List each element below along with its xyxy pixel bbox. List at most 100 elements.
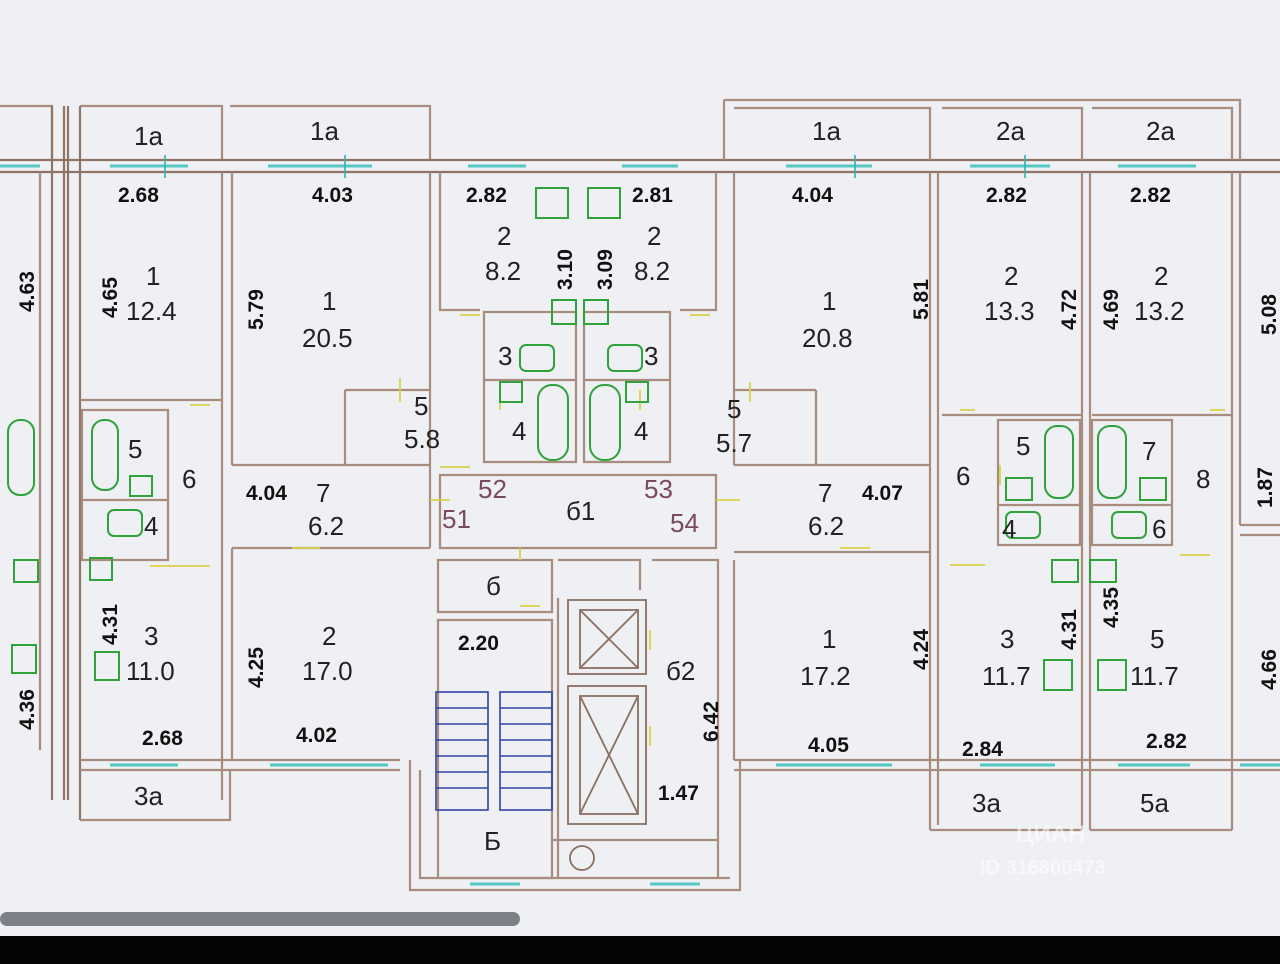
room-number: 6	[956, 461, 970, 491]
dimension: 5.79	[245, 289, 268, 330]
bathtub-icon	[7, 419, 35, 496]
room-label: 5a	[1140, 788, 1169, 818]
windows	[0, 155, 1280, 886]
room-number: 5	[727, 394, 741, 424]
room-number: 1	[822, 286, 836, 316]
room-number: 7	[316, 478, 330, 508]
watermark-id: ID 316800473	[980, 857, 1106, 879]
sink-icon	[625, 381, 649, 403]
watermark-brand: ЦИАН	[1016, 821, 1085, 848]
stove-icon	[11, 644, 37, 674]
stove-icon	[94, 651, 120, 681]
bathtub-icon	[1044, 425, 1074, 499]
dimension: 3.10	[554, 249, 577, 290]
room-number: 2	[1004, 261, 1018, 291]
sink-icon	[129, 475, 153, 497]
room-number: 5	[1016, 431, 1030, 461]
sink-icon	[551, 299, 577, 325]
dimension: 4.65	[99, 277, 122, 318]
room-number: 8	[1196, 464, 1210, 494]
toilet-icon	[607, 344, 643, 372]
room-label: 3a	[134, 781, 163, 811]
room-number: 2	[322, 621, 336, 651]
dimensions: 2.68 4.03 2.82 2.81 4.04 2.82 2.82 4.63 …	[16, 184, 1280, 805]
room-area: 8.2	[485, 256, 521, 286]
room-number: 5	[414, 391, 428, 421]
room-number: 2	[647, 221, 661, 251]
door-label: 51	[442, 504, 471, 534]
hall-label: б1	[566, 496, 595, 526]
dimension: 2.68	[118, 184, 159, 207]
sink-icon	[89, 557, 113, 581]
room-area: 11.7	[1130, 661, 1179, 691]
room-number: 7	[818, 478, 832, 508]
room-area: 17.2	[800, 661, 851, 691]
room-label: 1a	[812, 116, 841, 146]
dimension: 2.82	[986, 184, 1027, 207]
room-area: 11.0	[126, 656, 175, 686]
room-area: 13.3	[984, 296, 1035, 326]
room-number: 4	[512, 416, 526, 446]
room-label: 2a	[996, 116, 1025, 146]
horizontal-scrollbar[interactable]	[0, 912, 520, 926]
dimension: 2.68	[142, 727, 183, 750]
bathtub-icon	[91, 419, 119, 491]
door-label: 53	[644, 474, 673, 504]
stove-icon	[1097, 659, 1127, 691]
toilet-icon	[1111, 511, 1147, 539]
stove-icon	[1043, 659, 1073, 691]
doors	[150, 314, 1225, 746]
dimension: 4.63	[16, 271, 39, 312]
room-number: 7	[1142, 436, 1156, 466]
dimension: 4.31	[99, 604, 122, 645]
room-number: 4	[634, 416, 648, 446]
room-area: 6.2	[308, 511, 344, 541]
dimension: 4.66	[1258, 649, 1280, 690]
dimension: 4.35	[1100, 587, 1123, 628]
room-area: 5.8	[404, 424, 440, 454]
dimension: 2.82	[466, 184, 507, 207]
sink-icon	[1089, 559, 1117, 583]
dimension: 4.36	[16, 689, 39, 730]
sink-icon	[583, 299, 609, 325]
bathtub-icon	[537, 384, 569, 461]
room-area: 17.0	[302, 656, 353, 686]
dimension: 2.82	[1146, 730, 1187, 753]
room-number: 5	[1150, 624, 1164, 654]
bottom-bar	[0, 936, 1280, 964]
toilet-icon	[107, 509, 143, 537]
room-label: 1a	[134, 121, 163, 151]
dimension: 3.09	[594, 249, 617, 290]
hall-label: б	[486, 571, 501, 601]
hall-label: Б	[484, 826, 501, 856]
dimension: 4.02	[296, 724, 337, 747]
dimension: 4.04	[792, 184, 833, 207]
room-number: 6	[182, 464, 196, 494]
room-number: 5	[128, 434, 142, 464]
sink-icon	[13, 559, 39, 583]
room-number: 1	[822, 624, 836, 654]
room-area: 20.8	[802, 323, 853, 353]
toilet-icon	[519, 344, 555, 372]
room-area: 5.7	[716, 428, 752, 458]
room-number: 1	[146, 261, 160, 291]
toilet-icon	[1005, 511, 1041, 539]
room-labels: 1a 1a 1a 2a 2a 3a 3a 5a 1 12.4 1 20.5 2 …	[126, 116, 1210, 856]
room-number: 2	[497, 221, 511, 251]
dimension: 2.84	[962, 738, 1003, 761]
dimension: 2.82	[1130, 184, 1171, 207]
dimension: 4.05	[808, 734, 849, 757]
dimension: 2.20	[458, 632, 499, 655]
bathtub-icon	[589, 384, 621, 461]
hall-label: б2	[666, 656, 695, 686]
room-label: 3a	[972, 788, 1001, 818]
bathtub-icon	[1097, 425, 1127, 499]
door-label: 52	[478, 474, 507, 504]
room-number: 6	[1152, 514, 1166, 544]
dimension: 4.31	[1058, 609, 1081, 650]
sink-icon	[1051, 559, 1079, 583]
dimension: 4.72	[1058, 289, 1081, 330]
room-number: 3	[498, 341, 512, 371]
room-label: 2a	[1146, 116, 1175, 146]
